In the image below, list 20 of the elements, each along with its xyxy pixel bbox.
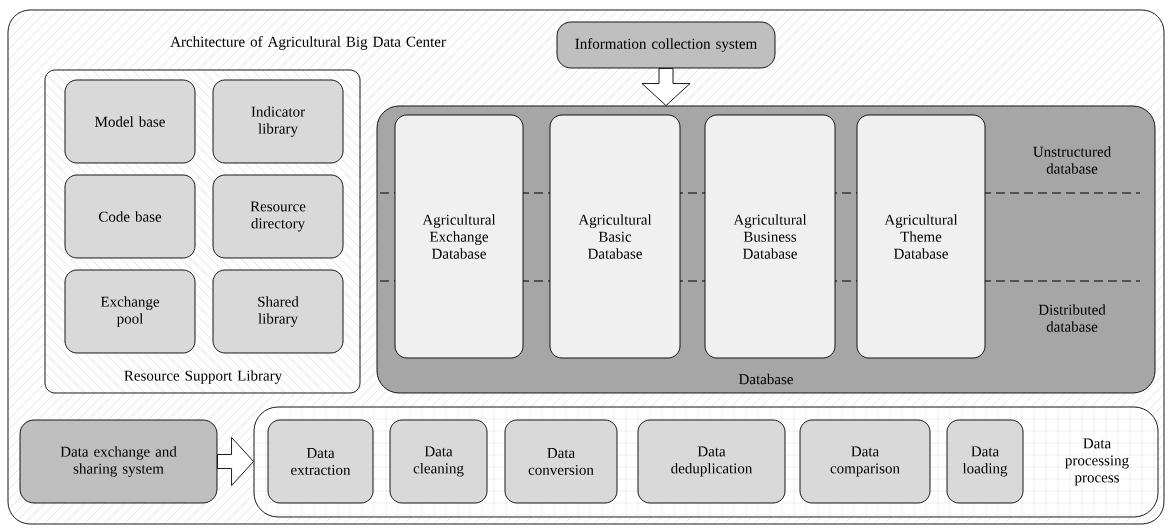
library-box: Indicator library bbox=[212, 79, 344, 164]
system-box: Data exchange and sharing system bbox=[19, 419, 218, 504]
process-box: Data cleaning bbox=[389, 419, 488, 504]
database-column: Agricultural Business Database bbox=[704, 114, 836, 359]
process-box: Data loading bbox=[946, 419, 1024, 504]
process-box: Data comparison bbox=[799, 419, 931, 504]
library-box: Code base bbox=[64, 174, 196, 259]
block-arrow bbox=[217, 437, 254, 486]
process-box: Data conversion bbox=[504, 419, 618, 504]
library-box: Exchange pool bbox=[64, 269, 196, 354]
database-column: Agricultural Theme Database bbox=[856, 114, 986, 359]
process-box: Data extraction bbox=[267, 419, 374, 504]
block-arrow bbox=[641, 68, 691, 106]
library-box: Resource directory bbox=[212, 174, 344, 259]
library-box: Shared library bbox=[212, 269, 344, 354]
database-column: Agricultural Basic Database bbox=[549, 114, 681, 359]
system-box: Information collection system bbox=[556, 21, 776, 69]
database-column: Agricultural Exchange Database bbox=[394, 114, 524, 359]
library-box: Model base bbox=[64, 79, 196, 164]
process-box: Data deduplication bbox=[637, 419, 786, 504]
